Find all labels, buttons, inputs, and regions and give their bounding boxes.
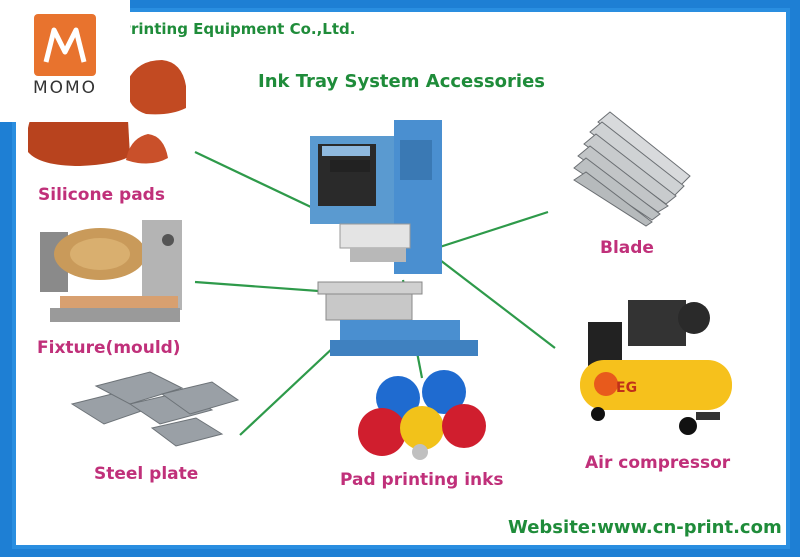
company-name: Printing Equipment Co.,Ltd. bbox=[120, 20, 356, 38]
label-blade: Blade bbox=[600, 238, 654, 258]
blade-icon bbox=[573, 111, 691, 227]
steel-plate-icon bbox=[70, 371, 240, 447]
logo-text: MOMO bbox=[32, 78, 98, 98]
label-inks: Pad printing inks bbox=[340, 470, 504, 490]
fixture-icon bbox=[40, 220, 182, 322]
label-air-compressor: Air compressor bbox=[585, 453, 731, 473]
logo-mark-icon bbox=[34, 14, 96, 76]
label-fixture: Fixture(mould) bbox=[37, 338, 181, 358]
air-compressor-icon: EG bbox=[580, 300, 732, 435]
logo: MOMO bbox=[0, 0, 130, 122]
ink-cans-icon bbox=[358, 370, 486, 460]
pad-printer-machine-icon bbox=[310, 120, 478, 356]
compressor-brand: EG bbox=[616, 380, 637, 396]
page-title: Ink Tray System Accessories bbox=[258, 71, 546, 92]
label-steel-plate: Steel plate bbox=[94, 464, 199, 484]
website-text: Website:www.cn-print.com bbox=[508, 517, 782, 538]
label-silicone-pads: Silicone pads bbox=[38, 185, 165, 205]
